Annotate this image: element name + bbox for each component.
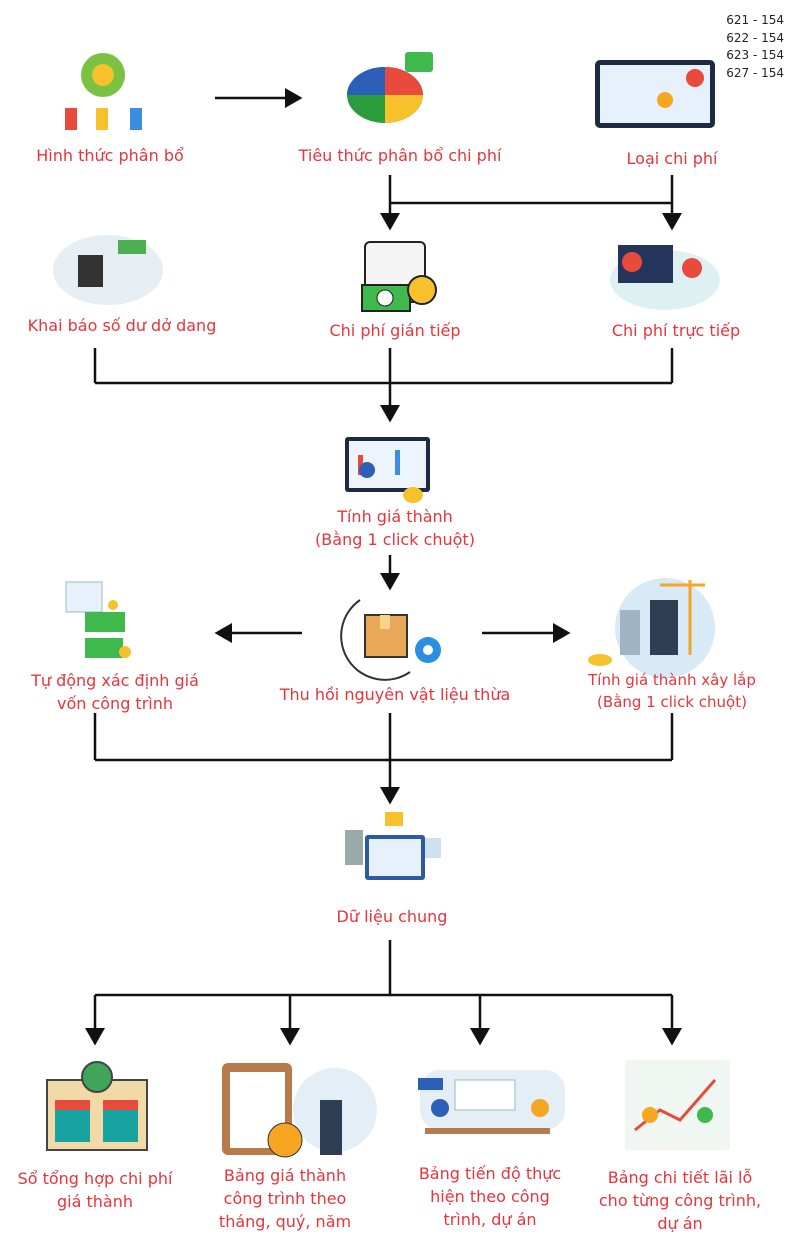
- label-line: (Bằng 1 click chuột): [597, 693, 747, 711]
- ledger-book-icon: [46, 1061, 148, 1151]
- clipboard-construction-icon: [222, 1063, 377, 1158]
- label-line: công trình theo: [223, 1189, 347, 1208]
- node-khai-bao-so-du: Khai báo số dư dở dang: [27, 316, 217, 335]
- label-line: trình, dự án: [443, 1210, 537, 1229]
- data-devices-icon: [345, 812, 441, 880]
- node-loai-chi-phi: Loại chi phí: [626, 149, 718, 168]
- node-tu-dong-gia-von: Tự động xác định giá vốn công trình: [31, 669, 199, 715]
- node-so-tong-hop: Sổ tổng hợp chi phí giá thành: [18, 1167, 173, 1213]
- node-bang-lai-lo: Bảng chi tiết lãi lỗ cho từng công trình,…: [599, 1166, 761, 1235]
- label-line: Bảng chi tiết lãi lỗ: [607, 1168, 753, 1187]
- account-codes: 621 - 154 622 - 154 623 - 154 627 - 154: [726, 12, 784, 82]
- account-code: 623 - 154: [726, 48, 784, 62]
- profit-chart-icon: [625, 1060, 730, 1150]
- label-line: tháng, quý, năm: [218, 1212, 352, 1231]
- node-du-lieu-chung: Dữ liệu chung: [336, 907, 448, 926]
- label-line: cho từng công trình,: [598, 1191, 762, 1210]
- node-bang-tien-do: Bảng tiến độ thực hiện theo công trình, dự…: [419, 1162, 561, 1231]
- label-line: Tự động xác định giá: [31, 671, 199, 690]
- node-chi-phi-truc-tiep: Chi phí trực tiếp: [611, 321, 741, 340]
- node-chi-phi-gian-tiep: Chi phí gián tiếp: [329, 321, 461, 340]
- label-line: Tính giá thành xây lắp: [588, 671, 756, 689]
- invoice-coins-icon: [361, 241, 437, 312]
- label-line: Bảng tiến độ thực: [418, 1164, 562, 1183]
- box-gear-icon: [340, 599, 441, 681]
- pricing-monitor-icon: [345, 437, 430, 503]
- label-line: Tính giá thành: [337, 507, 453, 526]
- node-tieu-thuc-phan-bo: Tiêu thức phân bổ chi phí: [298, 146, 502, 165]
- analytics-dashboard-icon: [595, 60, 715, 128]
- account-code: 622 - 154: [726, 30, 784, 45]
- node-gia-thanh-xay-lap: Tính giá thành xây lắp (Bằng 1 click chuộ…: [588, 669, 756, 713]
- cash-workers-icon: [65, 581, 131, 658]
- node-thu-hoi-nvl: Thu hồi nguyên vật liệu thừa: [279, 685, 511, 704]
- direct-cost-report-icon: [610, 245, 720, 310]
- label-line: Sổ tổng hợp chi phí: [17, 1169, 173, 1188]
- label-line: dự án: [657, 1214, 703, 1233]
- label-line: vốn công trình: [56, 694, 174, 713]
- calculator-desk-icon: [53, 235, 163, 305]
- label-line: hiện theo công: [430, 1187, 550, 1206]
- label-line: (Bằng 1 click chuột): [315, 530, 475, 549]
- label-line: Bảng giá thành: [223, 1166, 347, 1185]
- account-code: 621 - 154: [726, 13, 784, 27]
- money-bag-icon: [65, 53, 142, 130]
- node-hinh-thuc-phan-bo: Hình thức phân bổ: [36, 146, 184, 165]
- node-bang-gia-thanh: Bảng giá thành công trình theo tháng, quý,…: [219, 1164, 351, 1233]
- node-tinh-gia-thanh: Tính giá thành (Bằng 1 click chuột): [315, 505, 475, 551]
- account-code: 627 - 154: [726, 65, 784, 80]
- team-meeting-icon: [418, 1070, 565, 1134]
- pie-chart-icon: [347, 52, 433, 123]
- construction-site-icon: [588, 578, 715, 678]
- label-line: giá thành: [56, 1192, 133, 1211]
